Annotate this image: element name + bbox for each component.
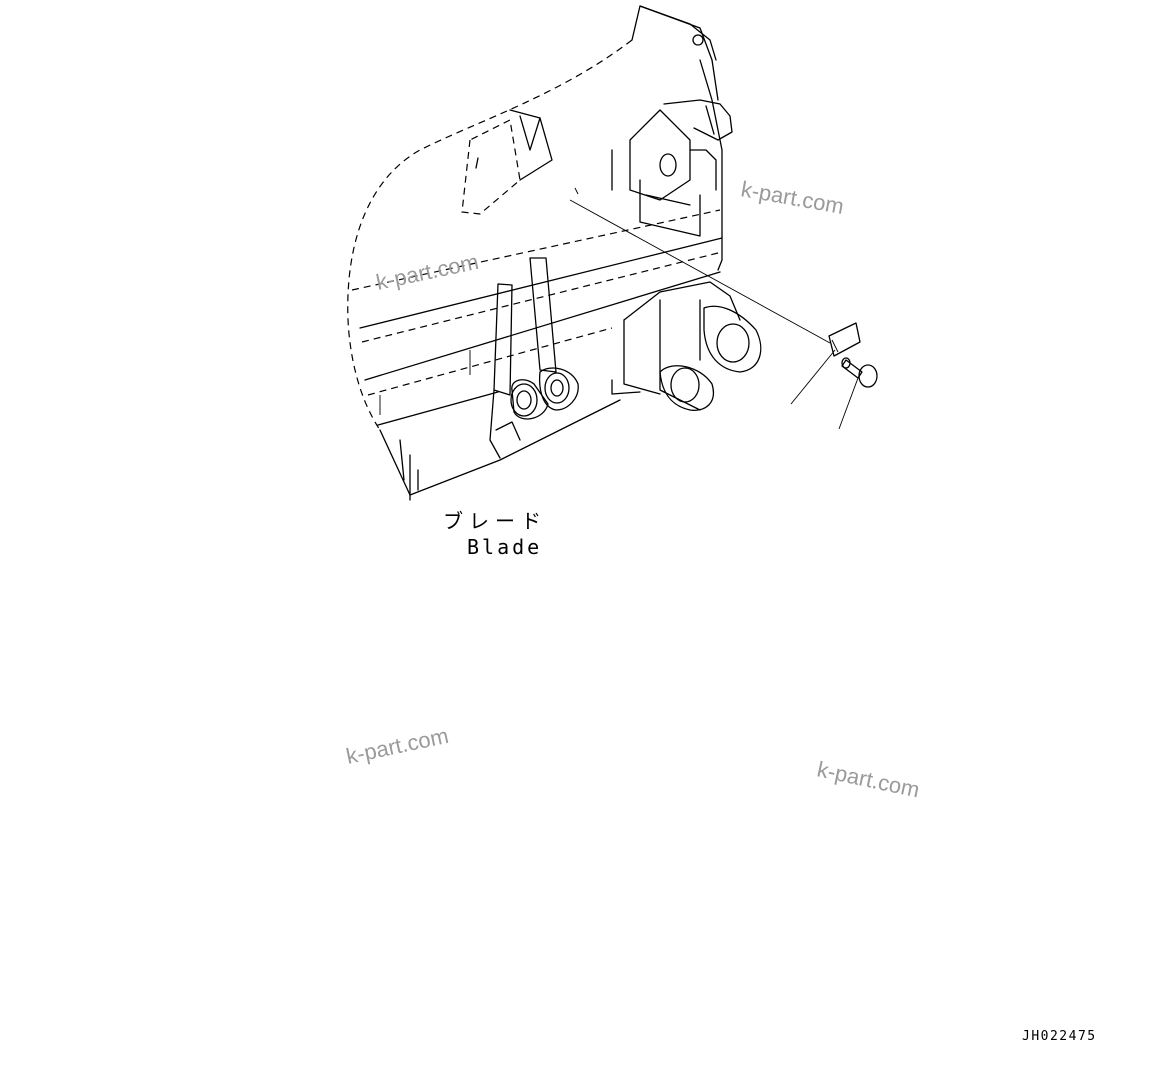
- rivet-part: [841, 357, 878, 388]
- drawing-code: JH022475: [1022, 1029, 1097, 1044]
- leader-line-plate: [790, 349, 836, 405]
- watermark: k-part.com: [374, 249, 481, 295]
- blade-label-japanese: ブレード: [443, 509, 547, 533]
- blade-label-english: Blade: [467, 535, 542, 559]
- blade-drawing: [347, 5, 831, 501]
- leader-line-rivet: [838, 377, 859, 430]
- watermark: k-part.com: [739, 176, 846, 219]
- watermark: k-part.com: [815, 756, 922, 802]
- plate-part: [828, 322, 861, 357]
- watermark: k-part.com: [344, 723, 451, 769]
- parts-callout: [790, 322, 878, 430]
